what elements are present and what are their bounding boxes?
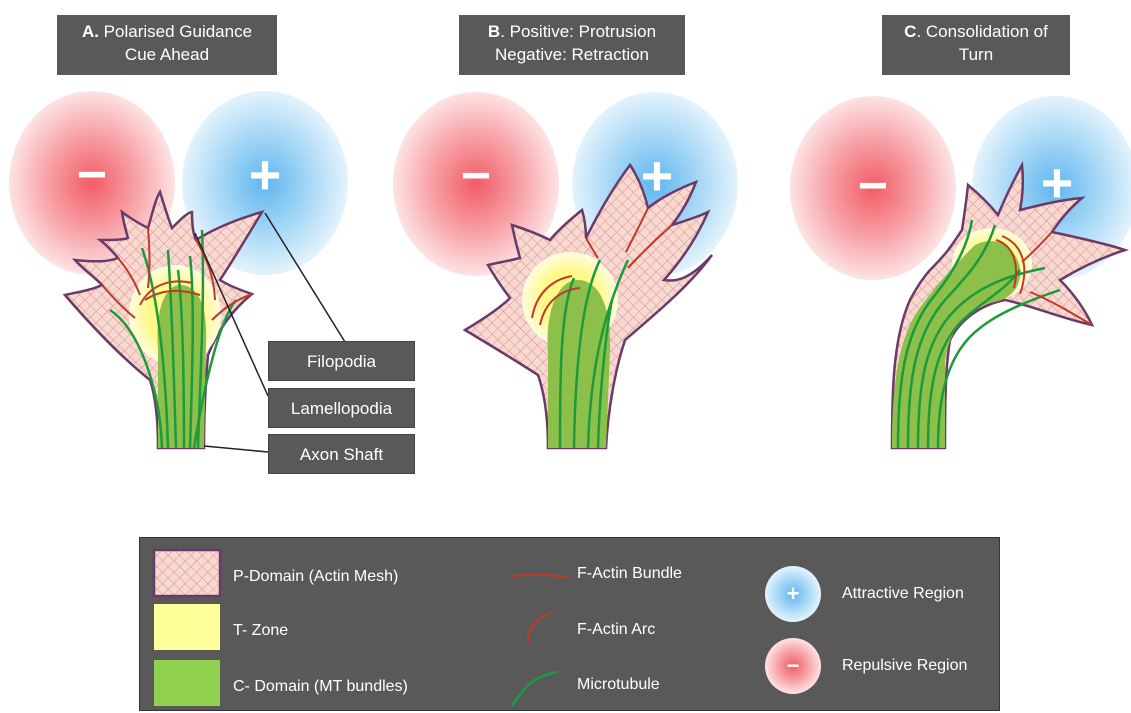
panel-letter-c: C <box>904 22 916 41</box>
panel-title-b-line2: Negative: Retraction <box>495 45 649 64</box>
panel-title-c-line2: Turn <box>959 45 993 64</box>
legend-c-domain-label: C- Domain (MT bundles) <box>233 677 408 697</box>
callout-filopodia: Filopodia <box>268 341 415 381</box>
minus-sign-a: − <box>62 147 122 203</box>
minus-sign-b: − <box>446 148 506 204</box>
microtubule-sample <box>512 672 558 706</box>
f-actin-bundle-sample <box>512 575 570 578</box>
panel-title-c: C. Consolidation of Turn <box>882 15 1070 75</box>
plus-sign-a: + <box>235 147 295 203</box>
panel-b <box>393 92 738 448</box>
panel-letter-a: A. <box>82 22 99 41</box>
c-domain-swatch <box>154 660 220 706</box>
legend-microtubule-label: Microtubule <box>577 675 660 695</box>
panel-title-c-line1: . Consolidation of <box>916 22 1047 41</box>
f-actin-arc-sample <box>528 612 552 644</box>
plus-sign-c: + <box>1027 155 1087 211</box>
panel-c <box>790 96 1131 448</box>
minus-sign-c: − <box>843 158 903 214</box>
legend-t-zone-label: T- Zone <box>233 621 288 641</box>
legend-plus-sign: + <box>780 581 806 607</box>
legend-attractive-label: Attractive Region <box>842 584 964 604</box>
panel-title-a: A. Polarised Guidance Cue Ahead <box>57 15 277 75</box>
callout-lamellopodia: Lamellopodia <box>268 388 415 428</box>
t-zone-swatch <box>154 604 220 650</box>
panel-title-a-line1: Polarised Guidance <box>99 22 252 41</box>
p-domain-swatch <box>154 550 220 596</box>
legend-repulsive-label: Repulsive Region <box>842 656 967 676</box>
legend-minus-sign: − <box>780 653 806 679</box>
panel-letter-b: B <box>488 22 500 41</box>
plus-sign-b: + <box>627 148 687 204</box>
legend-f-actin-arc-label: F-Actin Arc <box>577 620 655 640</box>
legend-p-domain-label: P-Domain (Actin Mesh) <box>233 567 398 587</box>
callout-axon-shaft: Axon Shaft <box>268 434 415 474</box>
panel-title-b: B. Positive: Protrusion Negative: Retrac… <box>459 15 685 75</box>
legend-f-actin-bundle-label: F-Actin Bundle <box>577 564 682 584</box>
panel-title-b-line1: . Positive: Protrusion <box>500 22 656 41</box>
c-domain-c <box>892 241 1020 448</box>
legend: + − P-Domain (Actin Mesh) T- Zone C- Dom… <box>139 537 1000 711</box>
panel-title-a-line2: Cue Ahead <box>125 45 209 64</box>
